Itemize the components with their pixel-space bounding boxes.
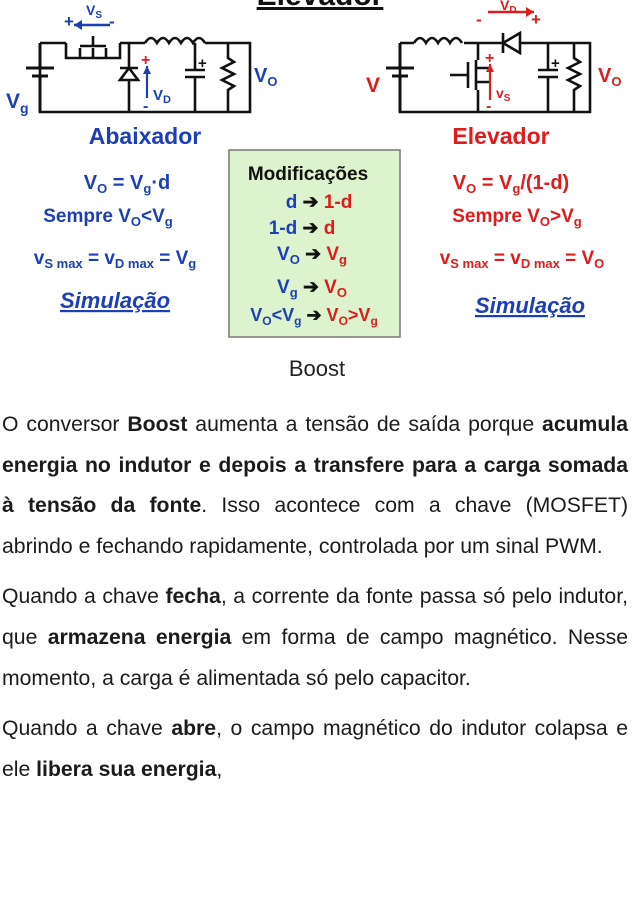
modif-row-2: 1-d ➔ d (269, 218, 336, 239)
buck-circuit (26, 36, 252, 114)
figure-caption: Boost (288, 356, 346, 381)
boost-eq-always: Sempre VO>Vg (452, 206, 582, 229)
buck-cap-plus: + (198, 55, 207, 72)
buck-simulation-link[interactable]: Simulação (60, 288, 170, 313)
buck-eq-max: vS max = vD max = Vg (34, 248, 196, 271)
buck-vo-label: V (254, 65, 268, 87)
buck-vd-sub: D (163, 94, 171, 106)
buck-vs-sub: S (95, 10, 102, 21)
boost-vd-sub: D (509, 5, 516, 16)
buck-vg-label: V (6, 90, 20, 113)
buck-vs-plus: + (64, 12, 74, 31)
buck-eq-always: Sempre VO<Vg (43, 206, 173, 229)
buck-vg-sub: g (20, 100, 29, 116)
buck-vs-minus: - (109, 12, 115, 31)
svg-text:VD: VD (500, 0, 517, 16)
paragraph-2: Quando a chave fecha, a corrente da font… (2, 585, 628, 690)
figure-top-title: Elevador (257, 0, 384, 12)
boost-vs-sub: S (504, 93, 511, 104)
modif-row-5: VO<Vg ➔ VO>Vg (250, 305, 378, 328)
svg-text:VO: VO (598, 65, 621, 89)
article-body: O conversor Boost aumenta a tensão de sa… (2, 405, 628, 800)
boost-eq-max: vS max = vD max = VO (440, 248, 605, 271)
buck-vd-minus: - (143, 98, 148, 115)
boost-vd-plus: + (531, 10, 541, 29)
svg-text:VS: VS (86, 2, 102, 21)
boost-circuit (386, 30, 592, 114)
paragraph-3: Quando a chave abre, o campo magnético d… (2, 717, 628, 781)
svg-text:Vg: Vg (6, 90, 29, 116)
buck-vs-label: V (86, 2, 96, 18)
svg-text:vS: vS (496, 85, 511, 104)
buck-vd-plus: + (141, 52, 150, 69)
boost-vo-sub: O (611, 74, 621, 89)
buck-vd-label: V (153, 87, 163, 104)
boost-v-label: V (366, 74, 380, 97)
modifications-title: Modificações (248, 164, 368, 185)
modif-row-3: VO ➔ Vg (277, 244, 347, 267)
boost-cap-plus: + (551, 55, 560, 72)
converter-figure: Elevador + VS - Vg + VD - + VO (6, 0, 621, 338)
modif-row-1: d ➔ 1-d (286, 192, 353, 213)
buck-vo-sub: O (267, 74, 277, 89)
svg-text:VD: VD (153, 87, 171, 106)
modif-row-4: Vg ➔ VO (277, 277, 347, 300)
boost-vd-minus: - (476, 10, 482, 29)
svg-text:VO: VO (254, 65, 277, 89)
buck-name: Abaixador (89, 123, 202, 149)
boost-eq-vo: VO = Vg/(1-d) (453, 172, 569, 196)
buck-eq-vo: VO = Vg·d (84, 172, 170, 196)
boost-vs-plus: + (485, 50, 494, 67)
boost-vo-label: V (598, 65, 612, 87)
boost-vs-minus: - (486, 98, 491, 115)
boost-simulation-link[interactable]: Simulação (475, 293, 585, 318)
modifications-box (228, 149, 401, 338)
boost-name: Elevador (452, 123, 549, 149)
boost-vd-label: V (500, 0, 510, 13)
boost-vs-label: v (496, 85, 504, 101)
paragraph-1: O conversor Boost aumenta a tensão de sa… (2, 413, 628, 558)
